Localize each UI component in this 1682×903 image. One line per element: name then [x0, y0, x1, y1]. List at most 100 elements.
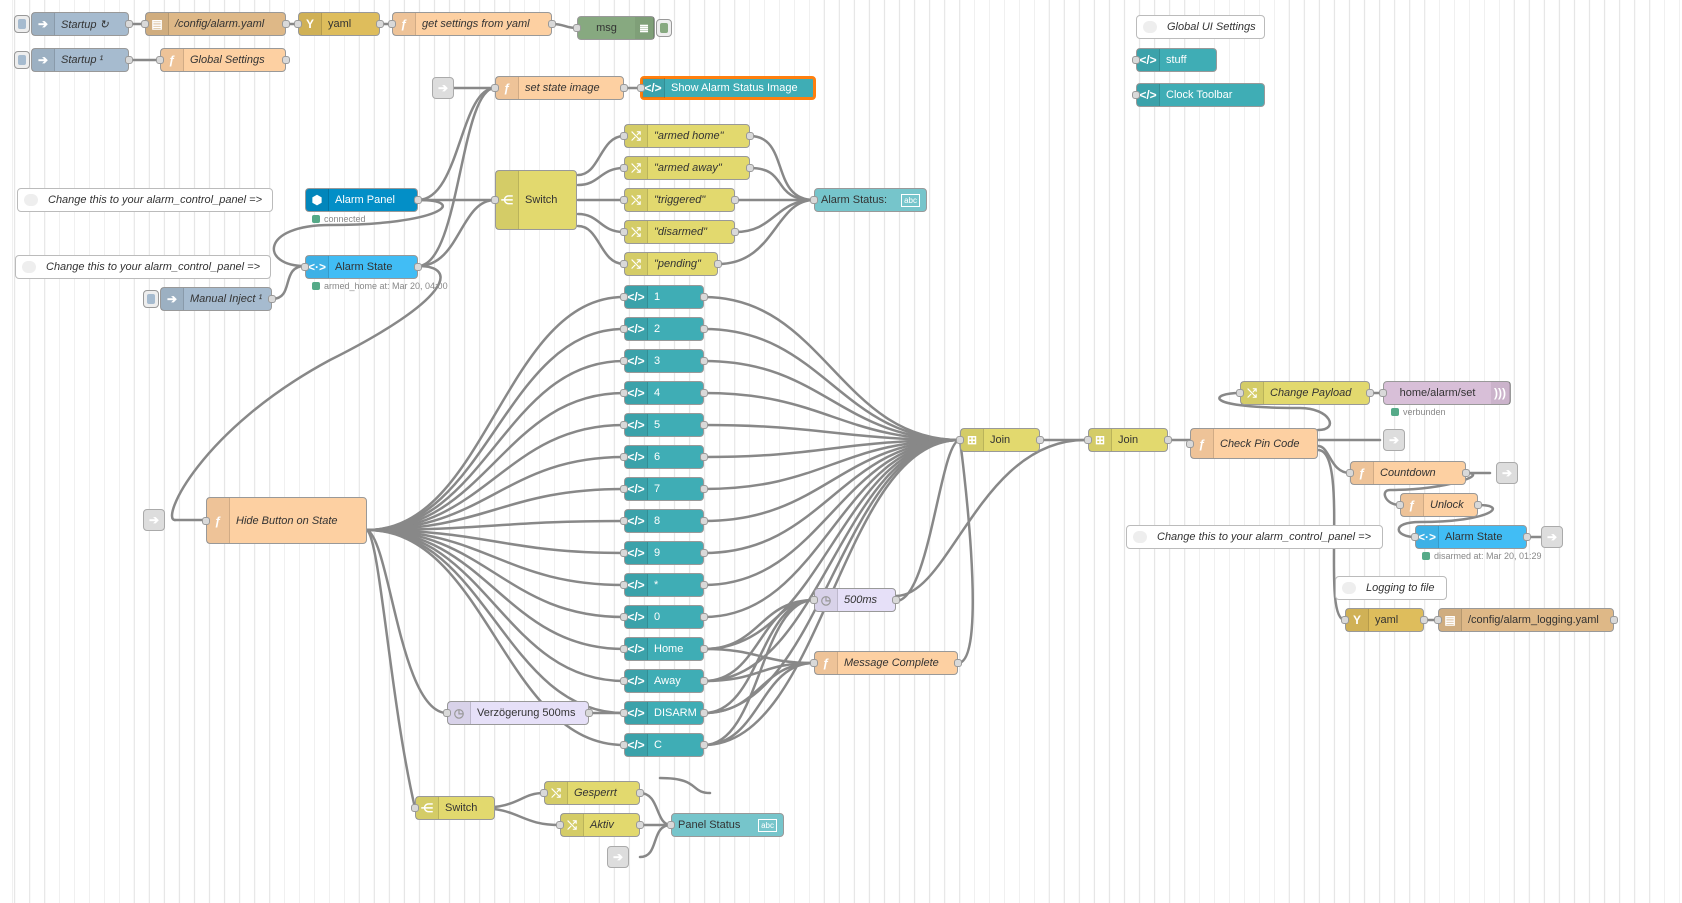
output-port[interactable]	[714, 260, 722, 268]
output-port[interactable]	[636, 789, 644, 797]
join-node-1[interactable]: ⊞ Join	[956, 428, 1044, 452]
function-get-settings[interactable]: ƒ get settings from yaml	[388, 12, 556, 36]
output-port[interactable]	[700, 293, 708, 301]
change-gesperrt[interactable]: ⤭ Gesperrt	[540, 781, 644, 805]
keypad-button-12[interactable]: </>Home	[620, 637, 708, 661]
keypad-button-4[interactable]: </>4	[620, 381, 708, 405]
inject-startup-once[interactable]: ➔ Startup ¹	[14, 48, 133, 72]
text-panel-status[interactable]: Panel Status abc	[667, 813, 784, 837]
keypad-button-8[interactable]: </>8	[620, 509, 708, 533]
comment-alarm-state[interactable]: Change this to your alarm_control_panel …	[15, 255, 271, 279]
keypad-button-5[interactable]: </>5	[620, 413, 708, 437]
input-port[interactable]	[620, 325, 628, 333]
template-show-alarm-image[interactable]: </> Show Alarm Status Image	[637, 76, 816, 100]
comment-global-ui[interactable]: Global UI Settings	[1136, 15, 1265, 39]
output-port[interactable]	[1523, 533, 1531, 541]
keypad-button-7[interactable]: </>7	[620, 477, 708, 501]
output-port[interactable]	[746, 132, 754, 140]
template-clock-toolbar[interactable]: </> Clock Toolbar	[1132, 83, 1265, 107]
input-port[interactable]	[573, 24, 581, 32]
input-port[interactable]	[1084, 436, 1092, 444]
input-port[interactable]	[1379, 389, 1387, 397]
output-port[interactable]	[700, 645, 708, 653]
function-unlock[interactable]: ƒ Unlock	[1396, 493, 1482, 517]
mqtt-out[interactable]: home/alarm/set )))	[1379, 381, 1511, 405]
input-port[interactable]	[620, 581, 628, 589]
input-port[interactable]	[620, 549, 628, 557]
input-port[interactable]	[667, 821, 675, 829]
ha-alarm-state-2[interactable]: <·> Alarm State	[1411, 525, 1531, 549]
input-port[interactable]	[620, 453, 628, 461]
input-port[interactable]	[1341, 616, 1349, 624]
debug-toggle[interactable]	[656, 19, 672, 37]
output-port[interactable]	[1366, 389, 1374, 397]
yaml-node[interactable]: Y yaml	[294, 12, 384, 36]
file-in-config[interactable]: ▤ /config/alarm.yaml	[141, 12, 290, 36]
output-port[interactable]	[892, 596, 900, 604]
input-port[interactable]	[620, 677, 628, 685]
comment-alarm-panel[interactable]: Change this to your alarm_control_panel …	[17, 188, 273, 212]
input-port[interactable]	[620, 645, 628, 653]
input-port[interactable]	[1132, 91, 1140, 99]
change-armed-home[interactable]: ⤭ "armed home"	[620, 124, 754, 148]
keypad-button-14[interactable]: </>DISARM	[620, 701, 708, 725]
input-port[interactable]	[620, 164, 628, 172]
output-port[interactable]	[700, 581, 708, 589]
keypad-button-2[interactable]: </>2	[620, 317, 708, 341]
function-check-pin[interactable]: ƒ Check Pin Code	[1186, 428, 1318, 459]
output-port[interactable]	[700, 421, 708, 429]
output-port[interactable]	[268, 295, 276, 303]
input-port[interactable]	[620, 357, 628, 365]
output-port[interactable]	[1610, 616, 1618, 624]
output-port[interactable]	[700, 517, 708, 525]
change-aktiv[interactable]: ⤭ Aktiv	[556, 813, 644, 837]
debug-msg[interactable]: msg ≣	[573, 16, 672, 40]
link-in-node[interactable]: ➔	[432, 77, 454, 99]
output-port[interactable]	[636, 821, 644, 829]
input-port[interactable]	[956, 436, 964, 444]
input-port[interactable]	[620, 613, 628, 621]
output-port[interactable]	[376, 20, 384, 28]
output-port[interactable]	[731, 228, 739, 236]
input-port[interactable]	[491, 84, 499, 92]
keypad-button-9[interactable]: </>9	[620, 541, 708, 565]
input-port[interactable]	[202, 516, 210, 525]
output-port[interactable]	[125, 20, 133, 28]
output-port[interactable]	[700, 741, 708, 749]
input-port[interactable]	[810, 596, 818, 604]
input-port[interactable]	[810, 659, 818, 667]
function-message-complete[interactable]: ƒ Message Complete	[810, 651, 962, 675]
keypad-button-11[interactable]: </>0	[620, 605, 708, 629]
output-port[interactable]	[414, 196, 422, 204]
input-port[interactable]	[1346, 469, 1354, 477]
ha-alarm-panel[interactable]: ⬢ Alarm Panel	[305, 188, 422, 212]
input-port[interactable]	[620, 132, 628, 140]
keypad-button-13[interactable]: </>Away	[620, 669, 708, 693]
output-port[interactable]	[700, 677, 708, 685]
input-port[interactable]	[620, 709, 628, 717]
inject-button[interactable]	[143, 290, 159, 308]
input-port[interactable]	[1396, 501, 1404, 509]
output-port[interactable]	[700, 549, 708, 557]
output-port[interactable]	[1036, 436, 1044, 444]
function-set-state-image[interactable]: ƒ set state image	[491, 76, 628, 100]
function-countdown[interactable]: ƒ Countdown	[1346, 461, 1470, 485]
inject-manual[interactable]: ➔ Manual Inject ¹	[143, 287, 276, 311]
function-hide-button[interactable]: ƒ Hide Button on State	[202, 497, 367, 544]
output-port[interactable]	[414, 263, 422, 271]
inject-button[interactable]	[14, 51, 30, 69]
delay-verzoegerung[interactable]: ◷ Verzögerung 500ms	[443, 701, 593, 725]
link-out-node[interactable]: ➔	[1496, 462, 1518, 484]
input-port[interactable]	[620, 196, 628, 204]
output-port[interactable]	[282, 20, 290, 28]
input-port[interactable]	[556, 821, 564, 829]
output-port[interactable]	[1420, 616, 1428, 624]
input-port[interactable]	[294, 20, 302, 28]
input-port[interactable]	[540, 789, 548, 797]
input-port[interactable]	[1434, 616, 1442, 624]
link-in-node[interactable]: ➔	[607, 846, 629, 868]
input-port[interactable]	[491, 196, 499, 204]
output-port[interactable]	[620, 84, 628, 92]
comment-alarm-state-2[interactable]: Change this to your alarm_control_panel …	[1126, 525, 1383, 549]
